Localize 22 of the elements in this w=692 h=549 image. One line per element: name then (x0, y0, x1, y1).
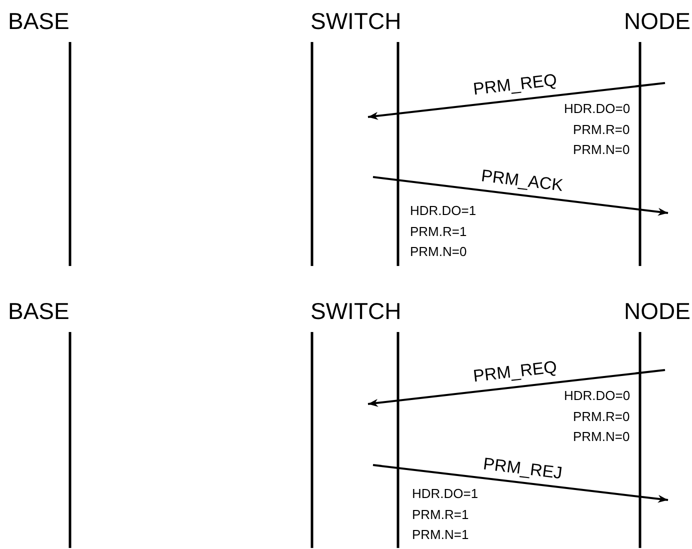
parameter-text: HDR.DO=1 (410, 203, 476, 218)
parameter-text: PRM.N=0 (410, 244, 467, 259)
parameter-text: PRM.R=0 (573, 122, 630, 137)
parameter-text: PRM.R=0 (573, 409, 630, 424)
parameter-text: PRM.R=1 (410, 224, 467, 239)
parameter-text: PRM.N=1 (412, 527, 469, 542)
message-arrow (372, 176, 668, 216)
parameter-text: PRM.N=0 (573, 142, 630, 157)
message-arrow (368, 369, 666, 408)
participant-label: NODE (624, 298, 690, 324)
parameter-text: HDR.DO=0 (564, 101, 630, 116)
parameter-text: HDR.DO=1 (412, 486, 478, 501)
parameter-text: HDR.DO=0 (564, 388, 630, 403)
participant-label: BASE (8, 8, 70, 34)
participant-label: BASE (8, 298, 70, 324)
message-arrow (368, 82, 666, 120)
participant-label: SWITCH (310, 8, 402, 34)
parameter-text: PRM.R=1 (412, 507, 469, 522)
message-arrow (372, 464, 668, 504)
parameter-text: PRM.N=0 (573, 429, 630, 444)
participant-label: NODE (624, 8, 690, 34)
participant-label: SWITCH (310, 298, 402, 324)
